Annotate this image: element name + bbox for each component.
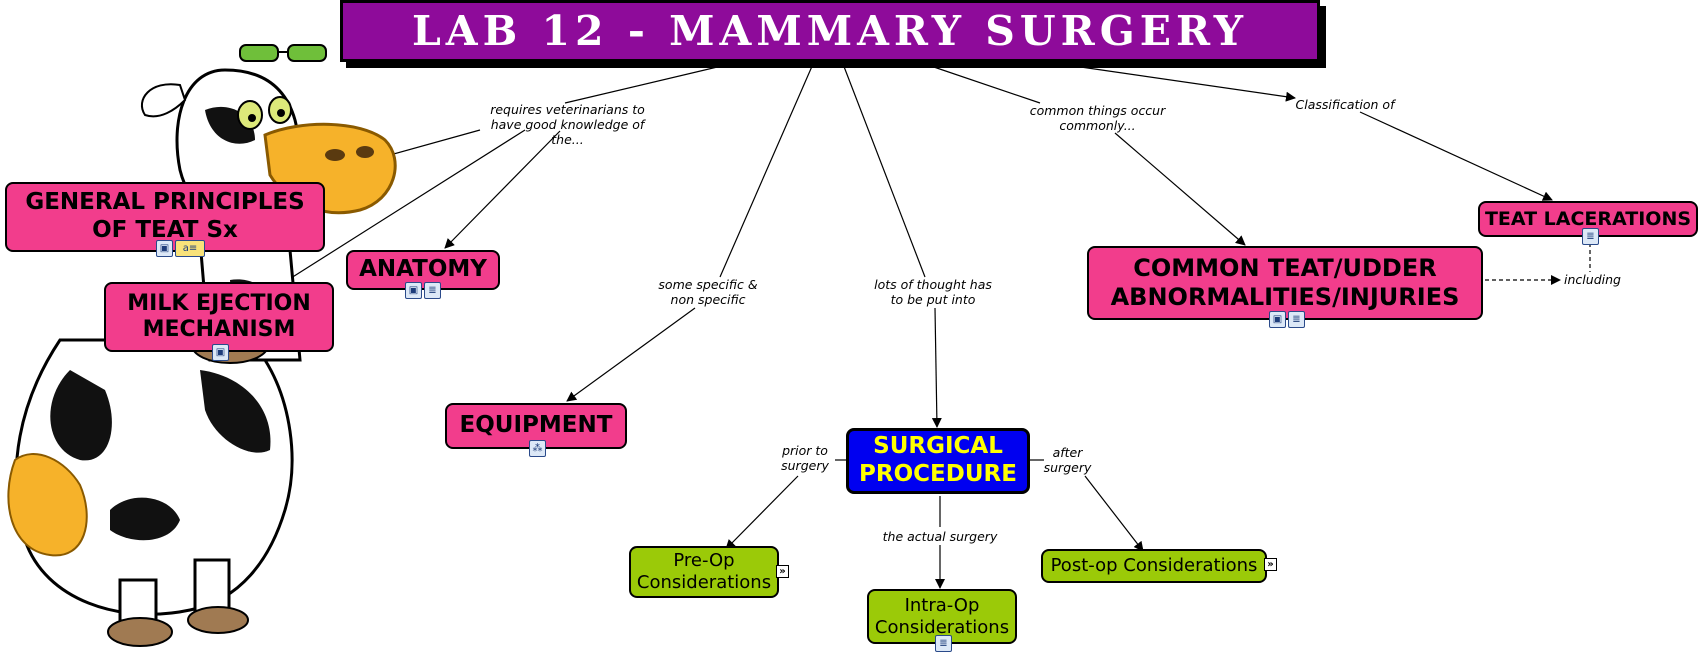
expand-icon[interactable]: » bbox=[776, 565, 789, 578]
node-post-op[interactable]: Post-op Considerations bbox=[1041, 549, 1267, 583]
link-label-after: after surgery bbox=[1043, 445, 1092, 475]
link-label-prior: prior to surgery bbox=[781, 443, 829, 473]
link-label-common-things: common things occur commonly... bbox=[1029, 103, 1166, 133]
link-label-lots-of-thought: lots of thought has to be put into bbox=[874, 277, 992, 307]
node-milk-ejection[interactable]: MILK EJECTION MECHANISM bbox=[104, 282, 334, 352]
concept-map-icon[interactable]: a≡ bbox=[175, 240, 205, 257]
link-label-requires: requires veterinarians to have good know… bbox=[490, 102, 645, 147]
link-label-including: including bbox=[1564, 272, 1621, 287]
link-title-classification bbox=[1059, 63, 1296, 102]
link-label-classification: Classification of bbox=[1295, 97, 1395, 112]
link-title-thought bbox=[842, 63, 926, 278]
node-common-abnormalities[interactable]: COMMON TEAT/UDDER ABNORMALITIES/INJURIES bbox=[1087, 246, 1483, 320]
concept-map-submap-icon[interactable]: ⁂ bbox=[529, 440, 546, 457]
link-title-common bbox=[924, 63, 1041, 104]
link-title-requires bbox=[564, 63, 731, 104]
image-icon[interactable]: ▣ bbox=[156, 240, 173, 257]
node-anatomy[interactable]: ANATOMY bbox=[346, 250, 500, 290]
link-label-actual: the actual surgery bbox=[882, 529, 998, 544]
node-intra-op[interactable]: Intra-Op Considerations bbox=[867, 589, 1017, 644]
image-icon[interactable]: ▣ bbox=[212, 344, 229, 361]
node-pre-op[interactable]: Pre-Op Considerations bbox=[629, 546, 779, 598]
document-icon[interactable]: ≣ bbox=[424, 282, 441, 299]
link-prior-preop bbox=[725, 475, 799, 550]
link-after-postop bbox=[1084, 475, 1144, 552]
link-label-some-specific: some specific & non specific bbox=[658, 277, 758, 307]
link-thought-surgical bbox=[931, 307, 942, 428]
link-common-abn bbox=[1114, 132, 1246, 246]
image-icon[interactable]: ▣ bbox=[1269, 311, 1286, 328]
link-requires-anatomy bbox=[444, 130, 561, 249]
link-title-some bbox=[719, 63, 814, 278]
node-surgical-procedure[interactable]: SURGICAL PROCEDURE bbox=[846, 428, 1030, 494]
link-classification-teat bbox=[1359, 111, 1553, 201]
document-icon[interactable]: ≣ bbox=[1288, 311, 1305, 328]
page-title: LAB 12 - MAMMARY SURGERY bbox=[340, 0, 1320, 62]
expand-icon[interactable]: » bbox=[1264, 558, 1277, 571]
link-requires-milk bbox=[279, 129, 526, 286]
image-icon[interactable]: ▣ bbox=[405, 282, 422, 299]
link-some-equipment bbox=[566, 307, 696, 402]
document-icon[interactable]: ≣ bbox=[935, 635, 952, 652]
document-icon[interactable]: ≣ bbox=[1582, 228, 1599, 245]
